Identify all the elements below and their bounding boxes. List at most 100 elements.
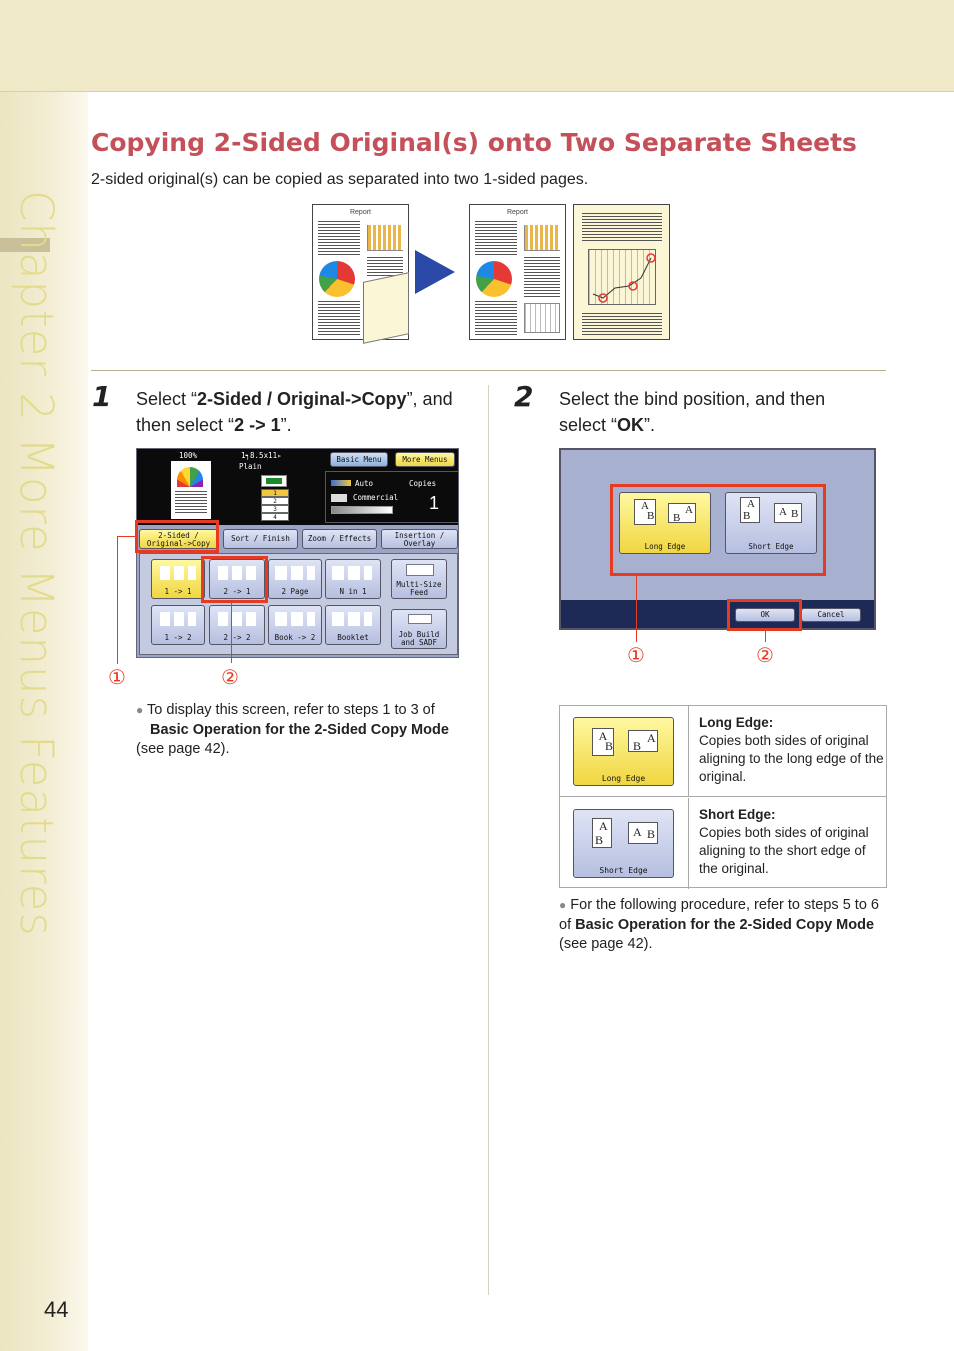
cancel-button[interactable]: Cancel	[801, 608, 861, 622]
graph-grid	[588, 249, 656, 305]
copy-settings-panel	[325, 471, 458, 523]
option-1-to-2[interactable]: 1 -> 2	[151, 605, 205, 645]
leader-line	[231, 603, 232, 663]
1-to-1-icon	[160, 566, 196, 580]
copy-back-illustration	[573, 204, 670, 340]
chapter-sidebar	[0, 92, 88, 1351]
page-curl	[363, 272, 409, 344]
tab-insertion-overlay[interactable]: Insertion / Overlay	[381, 529, 458, 549]
option-title: Short Edge:	[699, 807, 776, 822]
tray-2[interactable]: 2	[261, 497, 289, 505]
preview-page	[171, 461, 211, 519]
sidebar-tab-marker	[0, 238, 50, 252]
page-number: 44	[44, 1297, 69, 1322]
tab-zoom-effects[interactable]: Zoom / Effects	[302, 529, 377, 549]
step2-instruction: Select the bind position, and then selec…	[559, 389, 826, 435]
copy-front-illustration: Report	[469, 204, 566, 340]
leader-line	[117, 536, 137, 537]
option-2-to-1[interactable]: 2 -> 1	[209, 559, 265, 599]
copies-count: 1	[429, 493, 440, 513]
table-desc-cell: Short Edge: Copies both sides of original…	[699, 806, 884, 878]
tray-1[interactable]: 1	[261, 489, 289, 497]
long-edge-label: Long Edge	[644, 542, 686, 551]
2-to-2-icon	[218, 612, 256, 626]
option-label: Job Build and SADF	[398, 630, 440, 647]
line-chart-graphic	[524, 303, 560, 333]
callout-number-2: ②	[756, 643, 774, 667]
illustration-label: Long Edge	[601, 774, 646, 783]
callout-number-1: ①	[627, 643, 645, 667]
option-description: Copies both sides of original aligning t…	[699, 733, 884, 784]
more-menus-button[interactable]: More Menus	[395, 452, 455, 467]
callout-number-2: ②	[221, 665, 239, 689]
tray-4[interactable]: 4	[261, 513, 289, 521]
density-slider[interactable]	[331, 506, 393, 514]
option-title: Long Edge:	[699, 715, 774, 730]
leader-line	[636, 576, 637, 642]
paper-size: 1┑8.5x11▹	[241, 451, 282, 460]
leader-line	[765, 631, 766, 642]
callout-box-1	[135, 520, 219, 553]
tray-3[interactable]: 3	[261, 505, 289, 513]
original-type-label: Commercial	[353, 493, 399, 502]
illustration-label: Short Edge	[599, 866, 648, 875]
original-document-illustration: Report	[312, 204, 409, 344]
tab-2-sided-original-copy[interactable]: 2-Sided / Original->Copy	[139, 529, 218, 549]
multi-size-feed-icon	[406, 564, 434, 576]
copies-label: Copies	[409, 479, 437, 488]
basic-menu-button[interactable]: Basic Menu	[330, 452, 388, 467]
option-job-build-sadf[interactable]: Job Build and SADF	[391, 609, 447, 649]
option-description: Copies both sides of original aligning t…	[699, 825, 869, 876]
option-1-to-1[interactable]: 1 -> 1	[151, 559, 205, 599]
option-label: N in 1	[339, 587, 367, 596]
pie-graphic	[319, 261, 355, 297]
option-label: Booklet	[337, 633, 369, 642]
option-label: 2 Page	[281, 587, 309, 596]
rainbow-icon	[177, 467, 203, 487]
step2-note: ● For the following procedure, refer to …	[559, 897, 879, 952]
doc-header: Report	[349, 209, 371, 216]
2-to-1-icon	[218, 566, 256, 580]
option-2-page[interactable]: 2 Page	[268, 559, 322, 599]
step-number-1: 1	[92, 380, 112, 413]
original-type-icon	[331, 494, 347, 502]
ok-button[interactable]: OK	[735, 608, 795, 622]
step1-note: ● To display this screen, refer to steps…	[136, 702, 449, 757]
tab-sort-finish[interactable]: Sort / Finish	[223, 529, 298, 549]
option-n-in-1[interactable]: N in 1	[325, 559, 381, 599]
n-in-1-icon	[332, 566, 372, 580]
color-mode-icon	[331, 480, 351, 486]
option-label: Book -> 2	[274, 633, 316, 642]
job-build-icon	[408, 614, 432, 624]
top-banner	[0, 0, 954, 92]
callout-box-2	[201, 556, 268, 603]
option-book-to-2[interactable]: Book -> 2	[268, 605, 322, 645]
option-booklet[interactable]: Booklet	[325, 605, 381, 645]
step-number-2: 2	[514, 380, 534, 413]
option-label: 2 -> 2	[223, 633, 251, 642]
option-multi-size-feed[interactable]: Multi-Size Feed	[391, 559, 447, 599]
option-2-to-2[interactable]: 2 -> 2	[209, 605, 265, 645]
book-to-2-icon	[275, 612, 315, 626]
booklet-icon	[332, 612, 372, 626]
section-divider	[91, 370, 886, 371]
page-title: Copying 2-Sided Original(s) onto Two Sep…	[91, 128, 857, 157]
copy-mode-screen: 100% 1┑8.5x11▹ Plain 1 2 3 4 Basic Menu …	[136, 448, 459, 658]
doc-header-copy: Report	[506, 209, 528, 216]
tray-arrow-icon	[261, 475, 287, 487]
